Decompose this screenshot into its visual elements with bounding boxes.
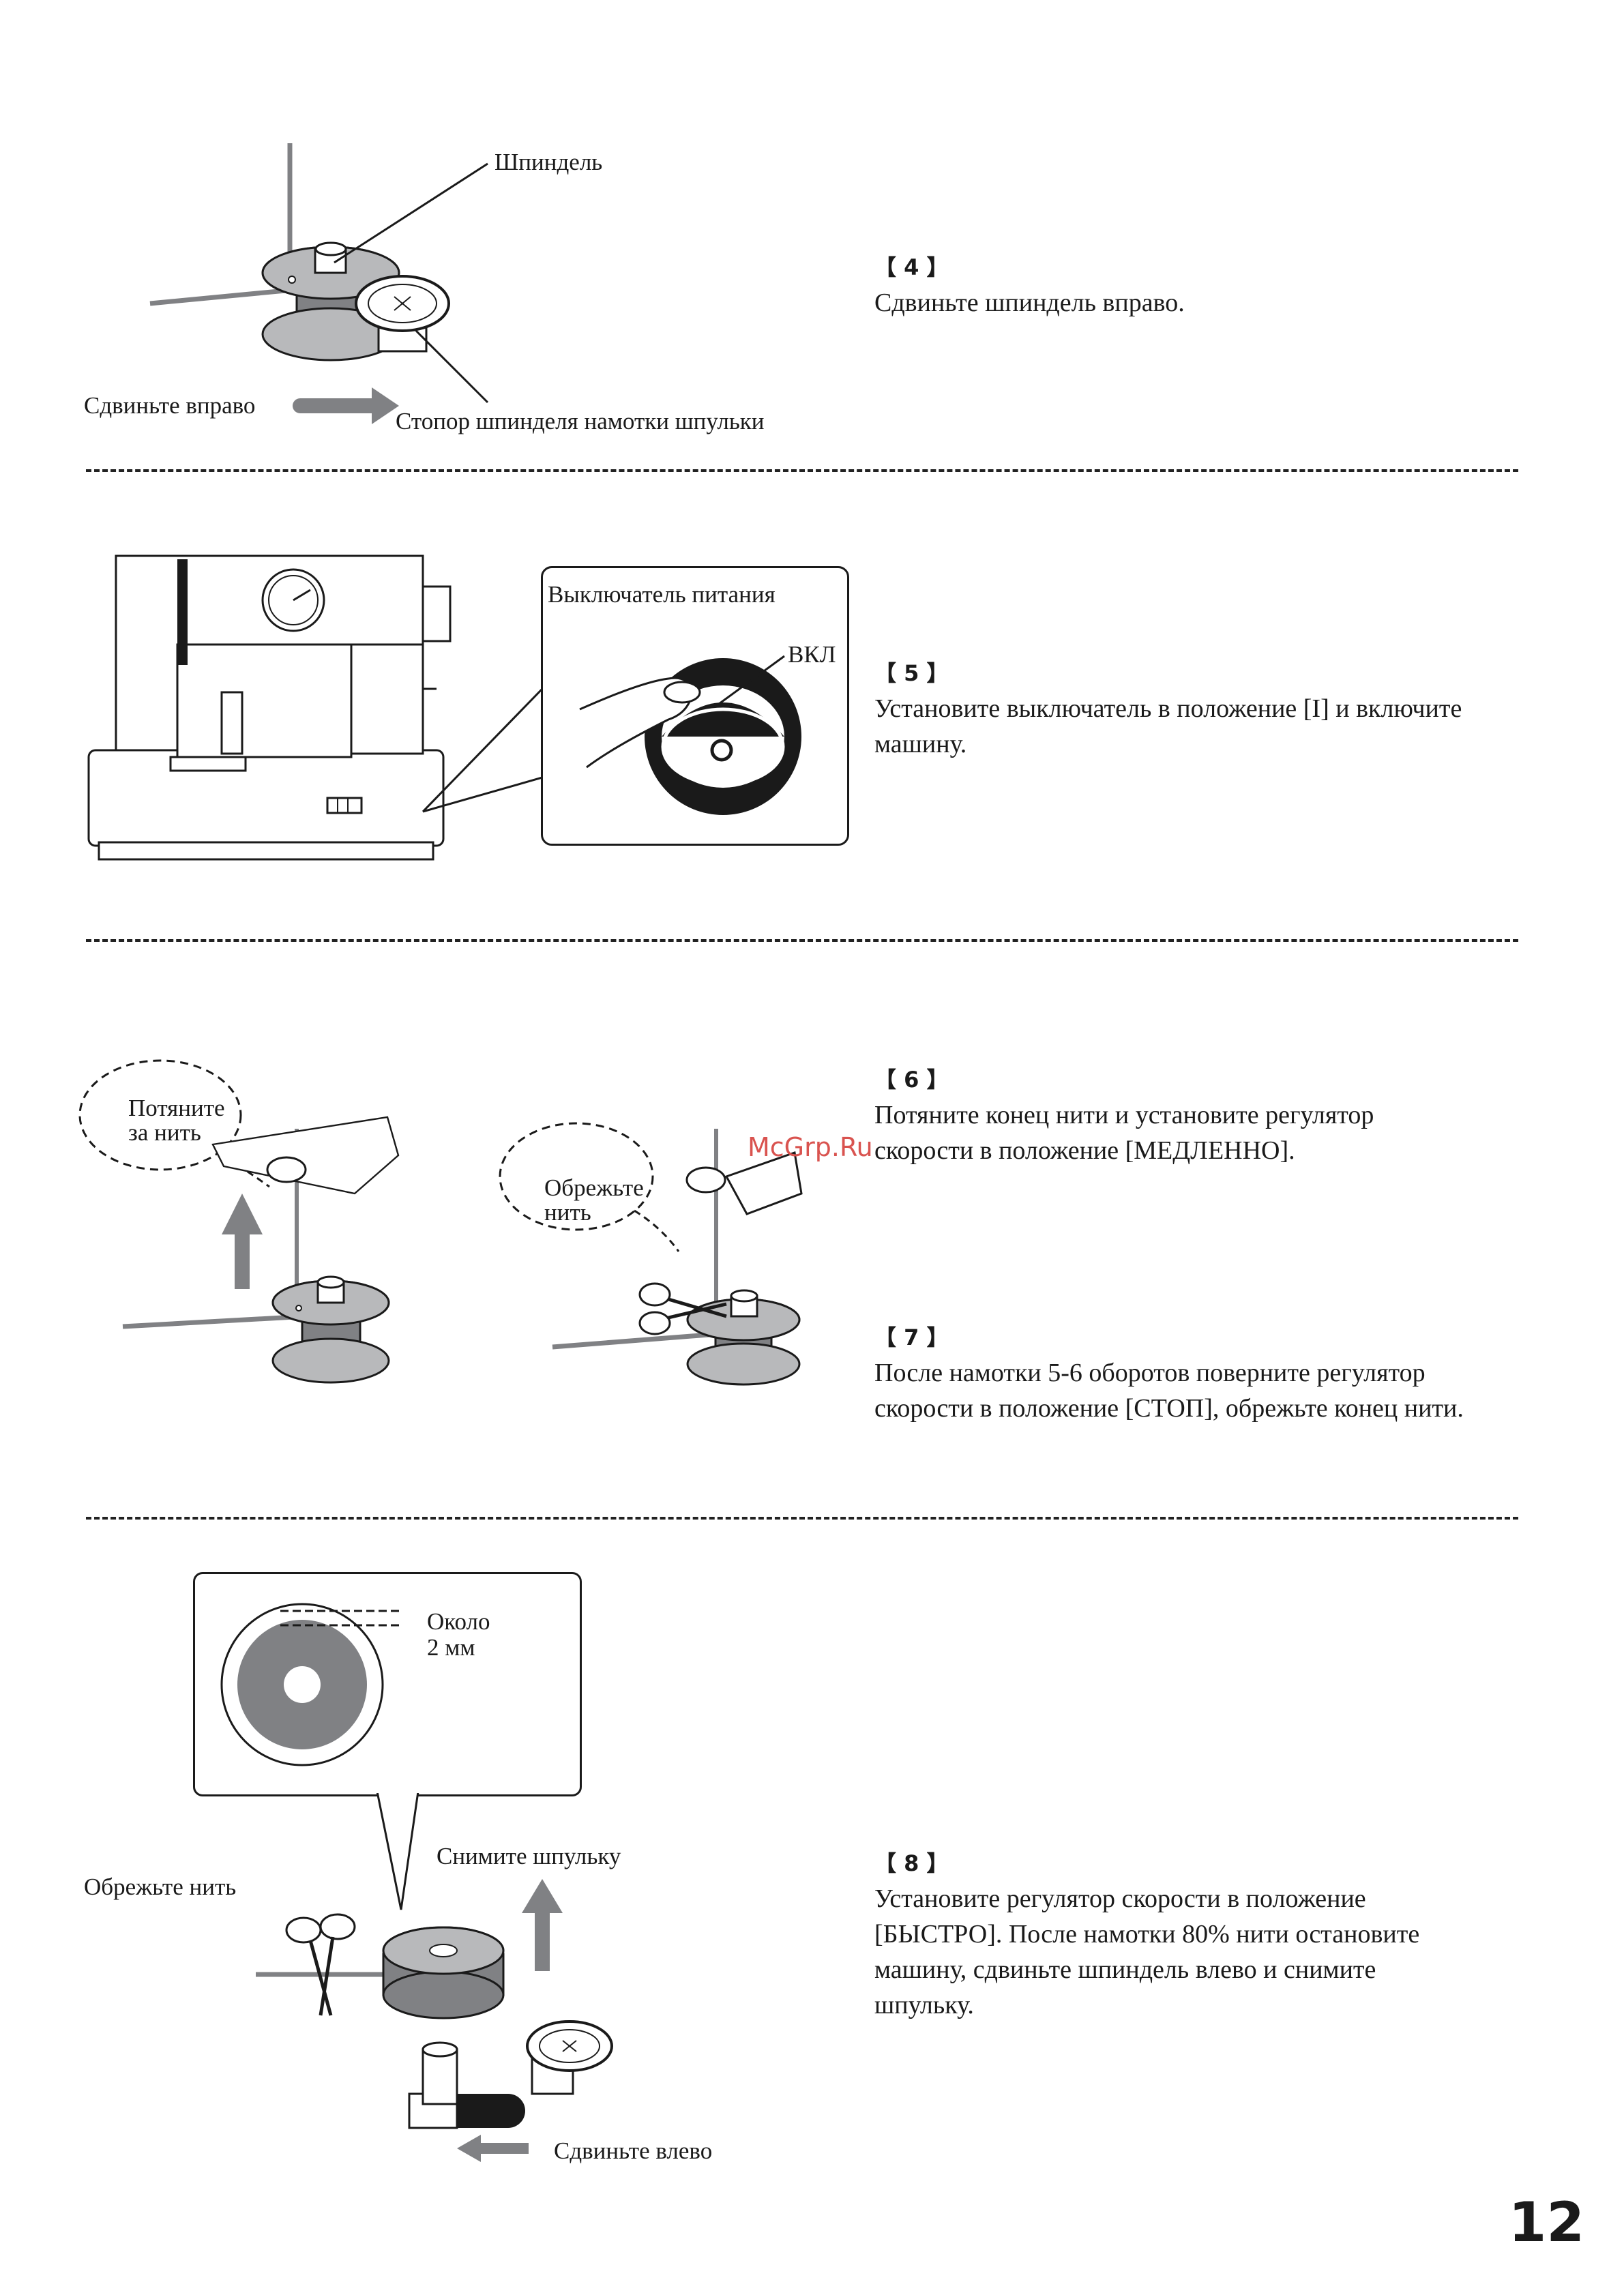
step-6-text: Потяните конец нити и установите регулят… bbox=[874, 1101, 1374, 1165]
label-spindle: Шпиндель bbox=[494, 149, 603, 175]
step-6-number: 【 6 】 bbox=[874, 1067, 949, 1093]
step-4-text: Сдвиньте шпиндель вправо. bbox=[874, 288, 1185, 317]
label-slide-left: Сдвиньте влево bbox=[554, 2137, 713, 2164]
label-cut-thread: Обрежьте нить bbox=[84, 1874, 237, 1900]
divider-1 bbox=[86, 469, 1518, 472]
divider-3 bbox=[86, 1517, 1518, 1520]
label-slide-right: Сдвиньте вправо bbox=[84, 392, 256, 419]
watermark: McGrp.Ru bbox=[748, 1132, 873, 1162]
label-2mm: 2 мм bbox=[427, 1634, 475, 1661]
step-4: 【 4 】 Сдвиньте шпиндель вправо. bbox=[874, 249, 1543, 321]
step-4-number: 【 4 】 bbox=[874, 254, 949, 280]
callout-connector bbox=[422, 687, 544, 813]
step-5-text: Установите выключатель в положение [I] и… bbox=[874, 694, 1462, 758]
label-on: ВКЛ bbox=[788, 641, 836, 668]
step-5-number: 【 5 】 bbox=[874, 660, 949, 686]
step-8-number: 【 8 】 bbox=[874, 1850, 949, 1876]
step-7: 【 7 】 После намотки 5-6 оборотов повернит… bbox=[874, 1319, 1543, 1426]
label-about: Около bbox=[427, 1608, 490, 1635]
bubble-pull-line1: Потяните bbox=[128, 1095, 225, 1121]
step-8: 【 8 】 Установите регулятор скорости в пол… bbox=[874, 1845, 1543, 2023]
step-8-text: Установите регулятор скорости в положени… bbox=[874, 1884, 1420, 2019]
sewing-machine-illustration bbox=[87, 554, 452, 861]
page-number: 12 bbox=[1508, 2191, 1584, 2254]
step-7-number: 【 7 】 bbox=[874, 1324, 949, 1350]
label-remove-bobbin: Снимите шпульку bbox=[437, 1843, 621, 1869]
step-5: 【 5 】 Установите выключатель в положение … bbox=[874, 655, 1543, 762]
bubble-pull-line2: за нить bbox=[128, 1119, 201, 1146]
divider-2 bbox=[86, 939, 1518, 942]
bobbin-detail-illustration bbox=[220, 1603, 419, 1910]
step-7-text: После намотки 5-6 оборотов поверните рег… bbox=[874, 1359, 1464, 1423]
bubble-cut-line2: нить bbox=[544, 1199, 591, 1226]
pull-thread-illustration bbox=[78, 1059, 400, 1384]
bubble-cut-line1: Обрежьте bbox=[544, 1174, 644, 1201]
power-switch-illustration bbox=[579, 655, 801, 815]
label-stopper: Стопор шпинделя намотки шпульки bbox=[396, 408, 765, 434]
label-power-switch: Выключатель питания bbox=[548, 581, 776, 608]
cut-thread-illustration bbox=[499, 1122, 803, 1386]
spindle-illustration bbox=[149, 143, 489, 424]
step-6: 【 6 】 Потяните конец нити и установите ре… bbox=[874, 1061, 1543, 1168]
remove-bobbin-illustration bbox=[256, 1879, 613, 2162]
